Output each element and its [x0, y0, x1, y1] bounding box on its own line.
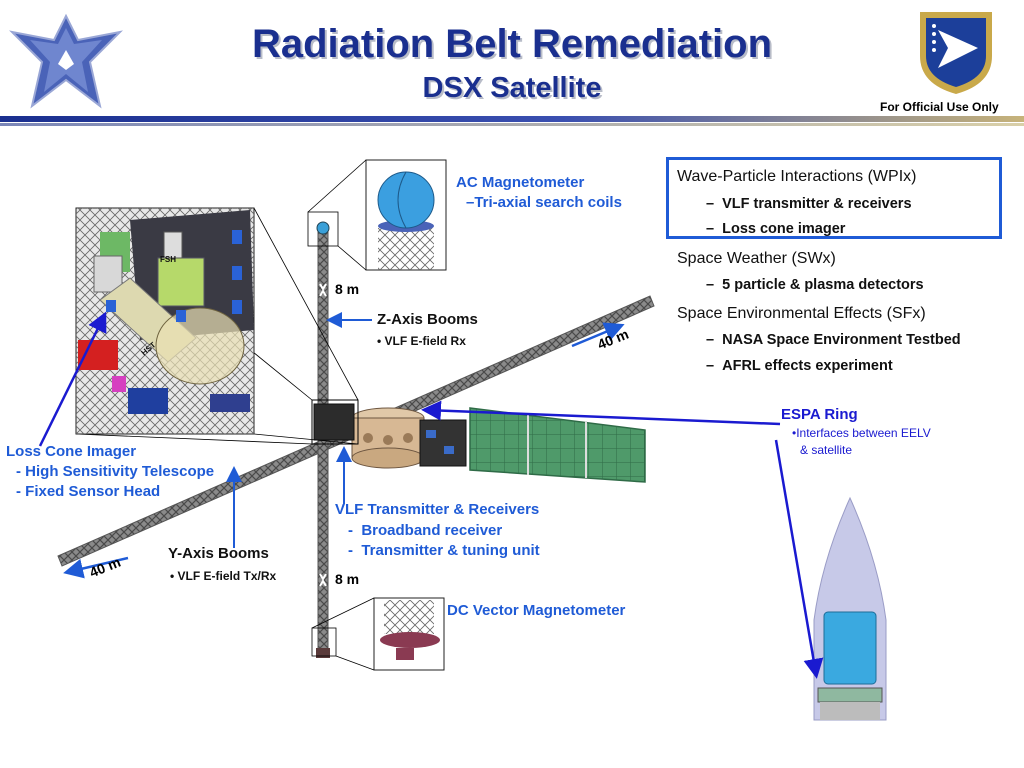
objective-swx-item-1: – 5 particle & plasma detectors [706, 277, 924, 293]
header-divider [0, 116, 1024, 122]
objective-sfx-item-2: – AFRL effects experiment [706, 358, 893, 374]
vlf-line-1: - Broadband receiver [348, 522, 503, 539]
objective-sfx-item-2-text: AFRL effects experiment [722, 358, 893, 374]
header-divider-secondary [0, 123, 1024, 126]
y-axis-booms-detail: • VLF E-field Tx/Rx [170, 569, 277, 583]
solar-array [469, 407, 646, 483]
espa-ring-model [313, 403, 467, 469]
objective-wpix-item-1: – VLF transmitter & receivers [706, 196, 912, 212]
loss-cone-imager-line-2: - Fixed Sensor Head [16, 483, 161, 500]
ac-magnetometer-detail: –Tri-axial search coils [466, 194, 622, 211]
espa-ring-detail-1: •Interfaces between EELV [792, 426, 931, 440]
ac-magnetometer-inset [307, 159, 447, 271]
ac-magnetometer-detail-text: Tri-axial search coils [474, 194, 622, 211]
z-axis-booms-detail: • VLF E-field Rx [377, 334, 466, 348]
zoom-frame-bus [311, 399, 359, 445]
page-subtitle: DSX Satellite [422, 72, 602, 104]
objective-wpix-item-2-text: Loss cone imager [722, 221, 846, 237]
af-wings-logo [8, 10, 124, 112]
z-boom-top-length: 8 m [335, 281, 360, 297]
wpix-highlight-box [666, 157, 1002, 239]
page-title: Radiation Belt Remediation [251, 22, 773, 66]
objective-swx-item-1-text: 5 particle & plasma detectors [722, 277, 924, 293]
z-boom-bottom-length: 8 m [335, 571, 360, 587]
espa-ring-detail-1-text: Interfaces between EELV [796, 426, 931, 440]
z-axis-boom [316, 221, 330, 658]
launch-vehicle-fairing [813, 496, 887, 721]
loss-cone-imager-line-1: - High Sensitivity Telescope [16, 463, 215, 480]
ac-magnetometer-label: AC Magnetometer [456, 174, 585, 191]
objective-sfx: Space Environmental Effects (SFx) [677, 305, 926, 322]
dc-magnetometer-label: DC Vector Magnetometer [447, 602, 626, 619]
y-axis-booms-label: Y-Axis Booms [168, 545, 269, 562]
classification-marking: For Official Use Only [880, 100, 999, 114]
objective-wpix-item-1-text: VLF transmitter & receivers [722, 196, 912, 212]
objective-sfx-item-1: – NASA Space Environment Testbed [706, 332, 961, 348]
z-axis-booms-detail-text: VLF E-field Rx [384, 334, 466, 348]
objective-wpix-item-2: – Loss cone imager [706, 221, 846, 237]
espa-ring-label: ESPA Ring [781, 406, 858, 423]
y-axis-booms-detail-text: VLF E-field Tx/Rx [177, 569, 277, 583]
espa-ring-detail-2: & satellite [800, 443, 853, 457]
vlf-label: VLF Transmitter & Receivers [335, 501, 540, 518]
vlf-line-1-text: Broadband receiver [361, 522, 503, 539]
vlf-line-2-text: Transmitter & tuning unit [361, 542, 540, 559]
objective-sfx-item-1-text: NASA Space Environment Testbed [722, 332, 961, 348]
objective-swx: Space Weather (SWx) [677, 250, 836, 267]
loss-cone-imager-label: Loss Cone Imager [6, 443, 137, 460]
dc-magnetometer-inset [311, 597, 445, 671]
z-axis-booms-label: Z-Axis Booms [377, 311, 478, 328]
afrl-shield-logo [912, 6, 1000, 96]
vlf-line-2: - Transmitter & tuning unit [348, 542, 540, 559]
fsh-label: FSH [160, 255, 176, 264]
objective-wpix: Wave-Particle Interactions (WPIx) [677, 168, 917, 185]
